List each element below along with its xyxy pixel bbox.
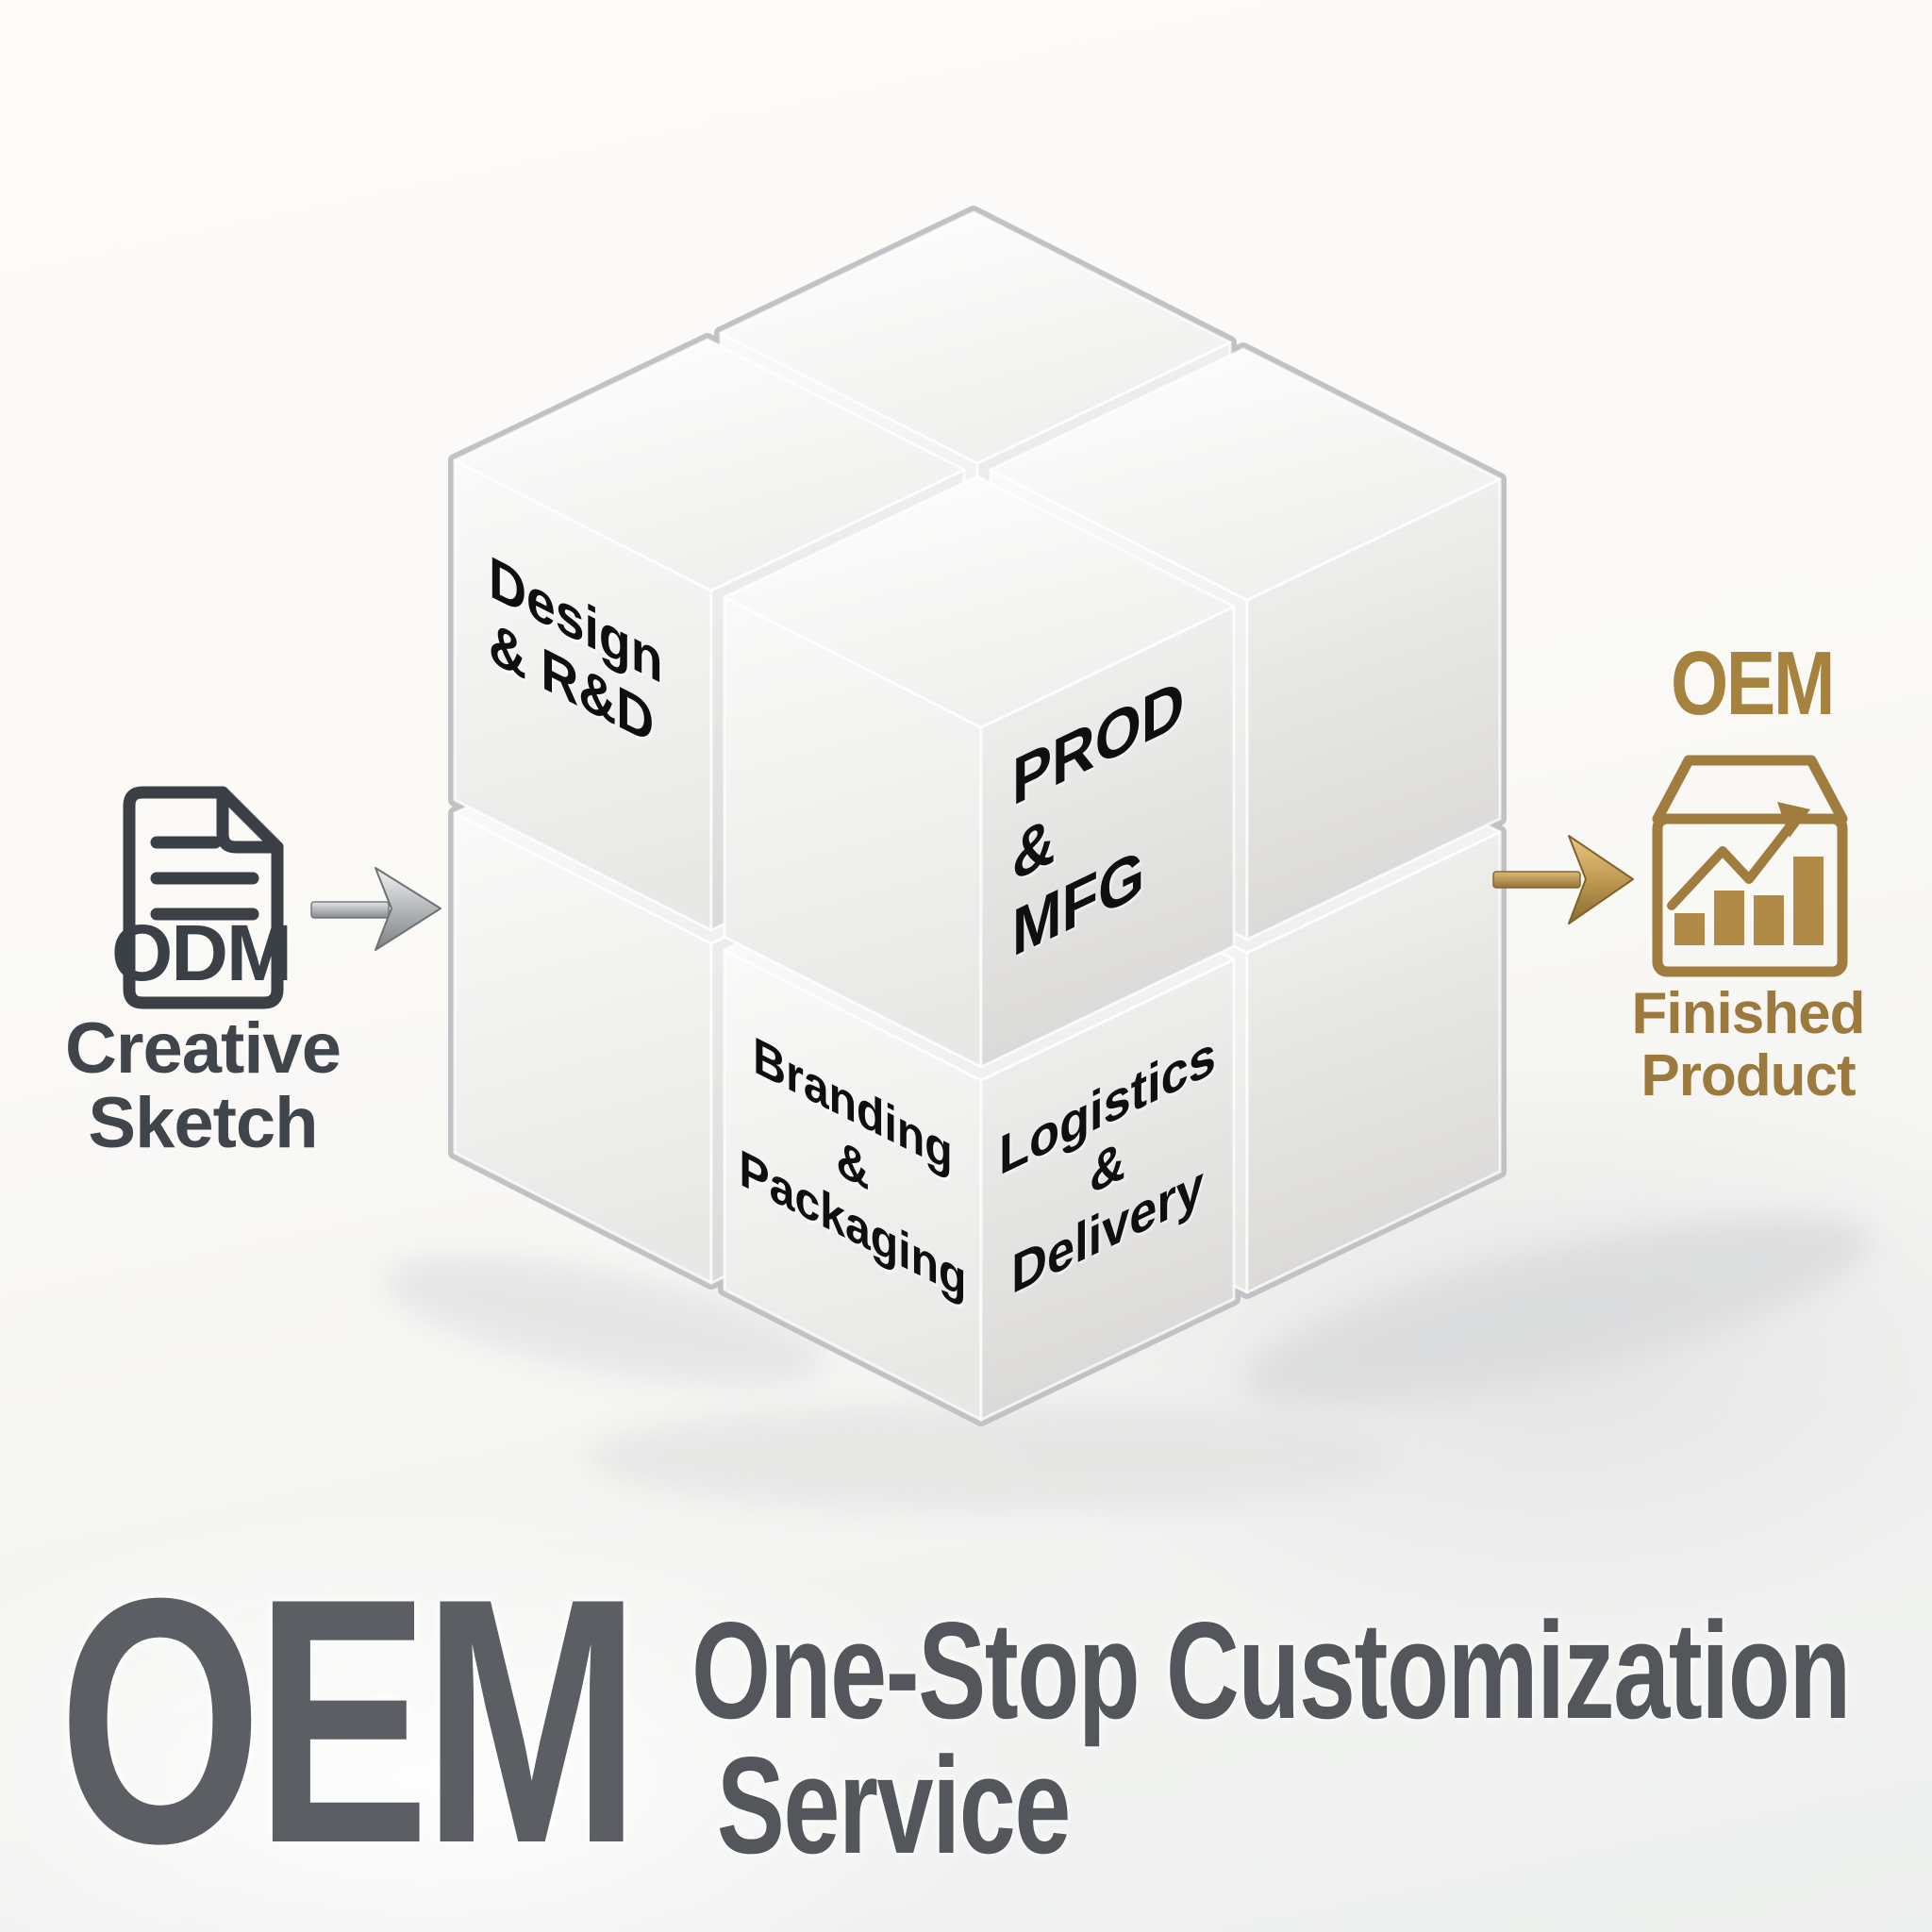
bar-3: [1754, 895, 1784, 945]
input-caption: Creative Sketch: [65, 1008, 341, 1164]
bar-2: [1714, 891, 1744, 945]
shadow-left: [381, 1256, 826, 1386]
input-arrow: [310, 867, 441, 951]
ground-shadows: [381, 1217, 1870, 1512]
cube-face: [453, 338, 966, 592]
output-arrow-shaft: [1492, 871, 1581, 889]
box-growth-chart-icon: [1652, 755, 1848, 977]
input-arrow-shaft: [310, 901, 390, 919]
cube-face: [989, 347, 1502, 602]
output-arrow-head: [1568, 835, 1634, 924]
growth-arrow-head: [1777, 802, 1810, 838]
growth-line: [1667, 824, 1793, 910]
cube-face: [723, 475, 1236, 729]
shadow-center: [585, 1403, 1396, 1512]
bar-1: [1674, 913, 1705, 945]
bar-4: [1793, 857, 1824, 945]
output-arrow: [1492, 835, 1634, 924]
chart-bars: [1674, 857, 1824, 945]
process-cube: [453, 210, 1502, 1422]
footer-brand: OEM: [58, 1526, 641, 1916]
odm-icon-label: ODM: [111, 908, 292, 997]
box-lid: [1652, 755, 1848, 824]
odm-document-icon: [123, 786, 284, 1009]
output-heading: OEM: [1671, 633, 1835, 734]
output-caption: Finished Product: [1631, 981, 1866, 1108]
document-fold: [216, 786, 284, 854]
input-arrow-head: [375, 867, 441, 951]
cube-face: [719, 210, 1232, 465]
footer-tagline-line2: Service: [716, 1728, 1072, 1882]
shadow-right: [1243, 1217, 1870, 1406]
document-outline: [123, 786, 284, 1009]
footer-tagline-line1: One-Stop Customization: [691, 1593, 1851, 1747]
box-body: [1652, 813, 1848, 977]
